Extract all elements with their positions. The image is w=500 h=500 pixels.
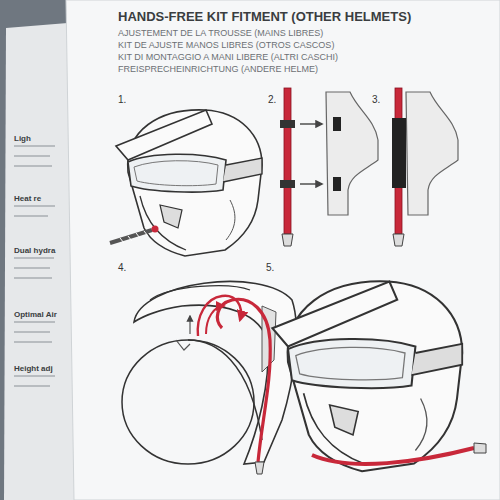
- label-slot: 3.: [372, 94, 380, 106]
- label-slot: Heat re: [14, 194, 41, 203]
- translation: FREISPRECHEINRICHTUNG (ANDERE HELME): [118, 64, 318, 74]
- translation: KIT DI MONTAGGIO A MANI LIBERE (ALTRI CA…: [118, 52, 338, 62]
- label-slot: 4.: [118, 262, 126, 274]
- label-slot: 1.: [118, 94, 126, 106]
- step-number: 2.: [268, 94, 276, 106]
- translation: AJUSTEMENT DE LA TROUSSE (MAINS LIBRES): [118, 28, 323, 38]
- sheet-fragment: Dual hydra: [14, 246, 55, 255]
- sheet-fragment: Heat re: [14, 194, 41, 203]
- step-number: 3.: [372, 94, 380, 106]
- label-slot: Optimal Air: [14, 310, 57, 319]
- label-slot: AJUSTEMENT DE LA TROUSSE (MAINS LIBRES): [118, 28, 323, 38]
- step-number: 4.: [118, 262, 126, 274]
- label-slot: 2.: [268, 94, 276, 106]
- sheet-fragment: Height adj: [14, 364, 53, 373]
- label-slot: FREISPRECHEINRICHTUNG (ANDERE HELME): [118, 64, 318, 74]
- step-number: 1.: [118, 94, 126, 106]
- label-slot: 5.: [266, 262, 274, 274]
- label-slot: KIT DI MONTAGGIO A MANI LIBERE (ALTRI CA…: [118, 52, 338, 62]
- sheet-title: HANDS-FREE KIT FITMENT (OTHER HELMETS): [118, 10, 411, 25]
- label-slot: Dual hydra: [14, 246, 55, 255]
- label-slot: Height adj: [14, 364, 53, 373]
- step-number: 5.: [266, 262, 274, 274]
- label-slot: KIT DE AJUSTE MANOS LIBRES (OTROS CASCOS…: [118, 40, 334, 50]
- label-slot: Ligh: [14, 134, 31, 143]
- title-slot: HANDS-FREE KIT FITMENT (OTHER HELMETS): [118, 10, 411, 25]
- sheet-fragment: Optimal Air: [14, 310, 57, 319]
- sheet-fragment: Ligh: [14, 134, 31, 143]
- translation: KIT DE AJUSTE MANOS LIBRES (OTROS CASCOS…: [118, 40, 334, 50]
